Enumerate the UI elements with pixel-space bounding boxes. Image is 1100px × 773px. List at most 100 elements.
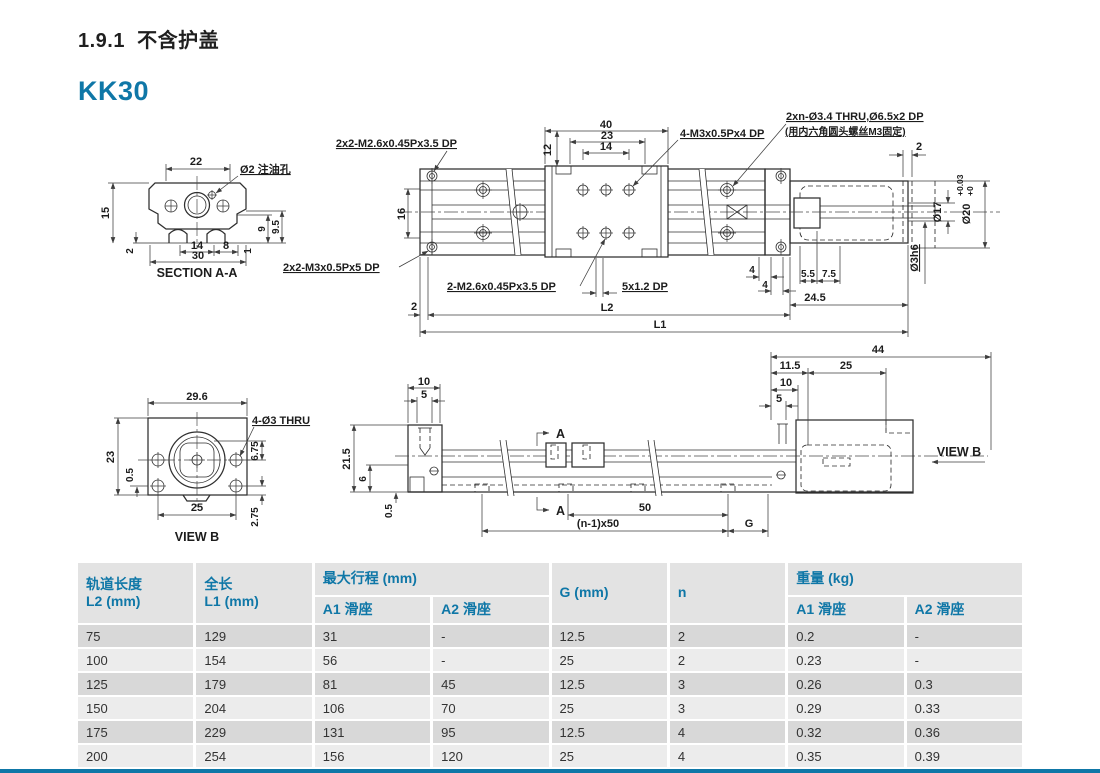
edge-screw-icons (426, 168, 787, 255)
dim-9: 9 (257, 226, 268, 232)
table-cell: 31 (314, 625, 431, 647)
dim-24-5: 24.5 (804, 292, 825, 304)
section-aa-view: 22 Ø2 注油孔 15 9 9.5 2 14 8 1 30 SECTION A… (100, 156, 291, 280)
dim-10-left: 10 (418, 376, 430, 388)
table-cell: 200 (78, 745, 194, 767)
footer-accent-bar (0, 769, 1100, 773)
dim-2: 2 (125, 248, 136, 254)
header-weight-a2: A2 滑座 (906, 597, 1022, 623)
dim-10-right: 10 (780, 377, 792, 389)
dim-1: 1 (243, 248, 254, 254)
nut-symbol (726, 204, 748, 220)
table-cell: 0.26 (788, 673, 904, 695)
table-cell: 254 (196, 745, 312, 767)
dim-2-top-right: 2 (916, 141, 922, 153)
dim-dia20-tol-hi: +0.03 (955, 174, 965, 196)
model-name: KK30 (78, 76, 150, 106)
table-cell: 70 (433, 697, 549, 719)
callout-m26-top: 2x2-M2.6x0.45Px3.5 DP (336, 138, 457, 150)
dim-22: 22 (190, 156, 202, 168)
header-stroke-a1: A1 滑座 (314, 597, 431, 623)
table-cell: 106 (314, 697, 431, 719)
plan-view: 2x2-M2.6x0.45Px3.5 DP 4-M3x0.5Px4 DP 2xn… (283, 111, 1000, 337)
table-cell: 25 (551, 745, 667, 767)
dim-21-5: 21.5 (341, 448, 353, 469)
dim-dia20: Ø20 (961, 204, 973, 225)
table-cell: 0.39 (906, 745, 1022, 767)
table-cell: 179 (196, 673, 312, 695)
dim-50: 50 (639, 502, 651, 514)
header-rail-length-unit: L2 (mm) (86, 593, 141, 609)
dim-g: G (745, 518, 754, 530)
table-cell: 125 (78, 673, 194, 695)
table-cell: 12.5 (551, 625, 667, 647)
callout-thru-note: (用内六角圆头螺丝M3固定) (785, 125, 906, 138)
dim-4b: 4 (762, 280, 768, 291)
table-cell: 0.2 (788, 625, 904, 647)
dim-l2: L2 (601, 302, 614, 314)
dim-0-5-viewb: 0.5 (125, 468, 136, 482)
table-cell: 2 (669, 625, 786, 647)
dim-dia17: Ø17 (932, 202, 944, 223)
dim-dia3h6: Ø3h6 (909, 244, 921, 272)
table-cell: 45 (433, 673, 549, 695)
callout-4-o3-thru: 4-Ø3 THRU (252, 415, 310, 427)
dim-4a: 4 (749, 265, 755, 276)
table-cell: 229 (196, 721, 312, 743)
header-weight-a1: A1 滑座 (788, 597, 904, 623)
table-cell: 0.3 (906, 673, 1022, 695)
table-cell: 100 (78, 649, 194, 671)
dim-8: 8 (223, 240, 229, 252)
table-cell: 56 (314, 649, 431, 671)
table-cell: 12.5 (551, 673, 667, 695)
dim-30: 30 (192, 250, 204, 262)
table-cell: 156 (314, 745, 431, 767)
table-cell: 0.29 (788, 697, 904, 719)
callout-groove: 5x1.2 DP (622, 281, 668, 293)
dim-0-5-side: 0.5 (384, 504, 395, 518)
table-cell: 4 (669, 721, 786, 743)
dim-15: 15 (100, 207, 112, 219)
table-cell: 0.36 (906, 721, 1022, 743)
header-rail-length: 轨道长度 L2 (mm) (78, 563, 194, 623)
spec-table: 轨道长度 L2 (mm) 全长 L1 (mm) 最大行程 (mm) G (mm)… (78, 563, 1022, 767)
callout-m3-carriage: 4-M3x0.5Px4 DP (680, 128, 764, 140)
screw-hole-icon (164, 199, 230, 213)
section-marker-a-top: A (556, 427, 565, 441)
carriage-tapped-holes (576, 183, 636, 240)
table-cell: 2 (669, 649, 786, 671)
dim-9-5: 9.5 (271, 220, 282, 234)
dim-5-5: 5.5 (801, 269, 815, 280)
dim-6: 6 (358, 476, 369, 482)
dim-2-bottom: 2 (411, 301, 417, 313)
dim-29-6: 29.6 (186, 391, 207, 403)
view-b-arrow-label: VIEW B (937, 445, 981, 459)
table-cell: 120 (433, 745, 549, 767)
dim-12: 12 (542, 144, 554, 156)
table-cell: - (906, 625, 1022, 647)
dim-dia20-group: Ø20 +0.03 +0 (955, 174, 975, 224)
table-cell: - (906, 649, 1022, 671)
table-cell: 3 (669, 697, 786, 719)
dim-40: 40 (600, 119, 612, 131)
oil-hole-icon (207, 190, 217, 200)
dim-dia20-tol-lo: +0 (965, 186, 975, 196)
table-cell: 0.32 (788, 721, 904, 743)
table-cell: 25 (551, 697, 667, 719)
table-cell: 131 (314, 721, 431, 743)
view-b-flange: 29.6 4-Ø3 THRU 23 0.5 6.75 2.75 25 VIEW … (105, 391, 310, 544)
table-cell: 25 (551, 649, 667, 671)
table-cell: 95 (433, 721, 549, 743)
header-total-length-unit: L1 (mm) (204, 593, 259, 609)
header-stroke-a2: A2 滑座 (433, 597, 549, 623)
table-cell: 3 (669, 673, 786, 695)
dim-7-5: 7.5 (822, 269, 836, 280)
table-cell: 81 (314, 673, 431, 695)
side-view: A A 10 5 21.5 6 0.5 44 11.5 (341, 344, 992, 537)
header-total-length: 全长 L1 (mm) (196, 563, 312, 623)
callout-m26-bottom: 2-M2.6x0.45Px3.5 DP (447, 281, 556, 293)
table-cell: 204 (196, 697, 312, 719)
callout-thru-holes: 2xn-Ø3.4 THRU,Ø6.5x2 DP (786, 111, 924, 123)
header-weight-group: 重量 (kg) (788, 563, 1022, 595)
